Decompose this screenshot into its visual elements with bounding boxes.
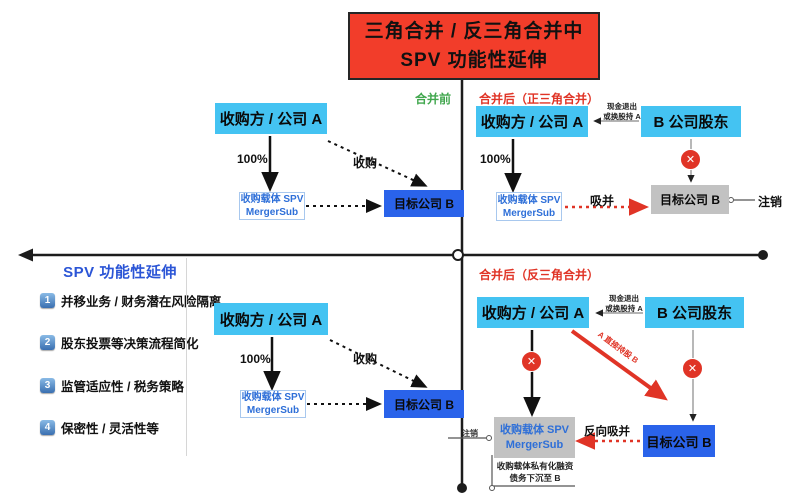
axis-bottom-dot xyxy=(457,483,467,493)
pre-ownership-label: 100% xyxy=(237,152,268,166)
rev-target-box: 目标公司 B xyxy=(643,425,715,457)
item-2-number-badge: 2 xyxy=(40,335,55,350)
pre-merger-label: 合并前 xyxy=(415,92,452,106)
axis-center-node xyxy=(452,249,464,261)
item-1-number-badge: 1 xyxy=(40,293,55,308)
rev-deregister-label: 注销 xyxy=(462,429,478,438)
fwd-spv-line1: 收购载体 SPV xyxy=(497,194,561,206)
spv-panel-heading: SPV 功能性延伸 xyxy=(63,264,177,281)
pre2-spv-line2: MergerSub xyxy=(246,405,300,416)
spv-panel-item-3: 3 监管适应性 / 税务策略 xyxy=(40,376,184,395)
pre-spv-box: 收购载体 SPV MergerSub xyxy=(239,192,305,220)
rev-shareholder-cancel-icon: ✕ xyxy=(682,358,703,379)
fwd-shareholders-box: B 公司股东 xyxy=(641,106,741,137)
pre-acquirer-box: 收购方 / 公司 A xyxy=(215,103,327,134)
rev-spv-line2: MergerSub xyxy=(505,438,564,451)
fwd-target-box: 目标公司 B xyxy=(651,185,729,214)
item-4-text: 保密性 / 灵活性等 xyxy=(61,422,159,436)
rev-shareholders-box: B 公司股东 xyxy=(645,297,744,328)
pre2-spv-line1: 收购载体 SPV xyxy=(241,392,305,403)
rev-spv-box: 收购载体 SPV MergerSub xyxy=(494,417,575,458)
pre2-target-box: 目标公司 B xyxy=(384,390,464,418)
rev-deregister-node xyxy=(486,435,492,441)
item-2-text: 股东投票等决策流程简化 xyxy=(61,337,199,351)
fwd-spv-box: 收购载体 SPV MergerSub xyxy=(496,192,562,221)
spv-panel-item-4: 4 保密性 / 灵活性等 xyxy=(40,418,159,437)
rev-consideration-line1: 现金退出 xyxy=(609,294,639,303)
fwd-ownership-label: 100% xyxy=(480,152,511,166)
rev-note: 收购载体私有化融资 债务下沉至 B xyxy=(494,461,576,485)
spv-panel-item-2: 2 股东投票等决策流程简化 xyxy=(40,333,199,352)
rev-note-line1: 收购载体私有化融资 xyxy=(496,461,574,471)
pre2-acquire-label: 收购 xyxy=(353,352,378,366)
diagram-title-line1: 三角合并 / 反三角合并中 xyxy=(364,20,584,42)
axis-right-dot xyxy=(758,250,768,260)
rev-consideration-label: 现金退出 或换股持 A xyxy=(598,294,650,314)
pre2-spv-box: 收购载体 SPV MergerSub xyxy=(240,390,306,418)
pre-spv-line1: 收购载体 SPV xyxy=(240,194,304,205)
item-1-text: 并移业务 / 财务潜在风险隔离 xyxy=(61,295,222,309)
axis-left-arrowhead xyxy=(18,248,33,262)
pre-acquire-label: 收购 xyxy=(353,156,378,170)
fwd-consideration-line1: 现金退出 xyxy=(607,102,637,111)
spv-panel-item-1: 1 并移业务 / 财务潜在风险隔离 xyxy=(40,291,221,310)
pre2-acquirer-box: 收购方 / 公司 A xyxy=(214,303,328,335)
fwd-cancel-icon: ✕ xyxy=(680,149,701,170)
item-3-text: 监管适应性 / 税务策略 xyxy=(61,380,184,394)
pre-spv-line2: MergerSub xyxy=(245,207,299,218)
panel-divider xyxy=(186,258,187,456)
pre2-ownership-label: 100% xyxy=(240,352,271,366)
rev-ownership-cancel-icon: ✕ xyxy=(521,351,542,372)
diagram-title: 三角合并 / 反三角合并中 SPV 功能性延伸 xyxy=(348,12,600,80)
fwd-consideration-line2: 或换股持 A xyxy=(603,111,641,121)
rev-spv-line1: 收购载体 SPV xyxy=(499,423,570,436)
rev-merge-label: 反向吸并 xyxy=(584,426,630,438)
rev-note-node xyxy=(489,485,495,491)
rev-consideration-line2: 或换股持 A xyxy=(605,303,643,313)
fwd-deregister-label: 注销 xyxy=(758,195,783,209)
fwd-consideration-label: 现金退出 或换股持 A xyxy=(596,102,648,122)
fwd-acquirer-box: 收购方 / 公司 A xyxy=(476,106,588,137)
item-3-number-badge: 3 xyxy=(40,378,55,393)
reverse-merger-label: 合并后（反三角合并） xyxy=(479,268,600,282)
fwd-spv-line2: MergerSub xyxy=(502,207,556,219)
item-4-number-badge: 4 xyxy=(40,420,55,435)
forward-merger-label: 合并后（正三角合并） xyxy=(479,92,600,106)
rev-direct-hold-arrow xyxy=(570,329,668,401)
fwd-deregister-node xyxy=(728,197,734,203)
rev-acquirer-box: 收购方 / 公司 A xyxy=(477,297,589,328)
diagram-title-line2: SPV 功能性延伸 xyxy=(400,50,548,71)
rev-note-line2: 债务下沉至 B xyxy=(509,472,561,483)
fwd-merge-label: 吸并 xyxy=(590,194,615,208)
pre-target-box: 目标公司 B xyxy=(384,190,464,217)
